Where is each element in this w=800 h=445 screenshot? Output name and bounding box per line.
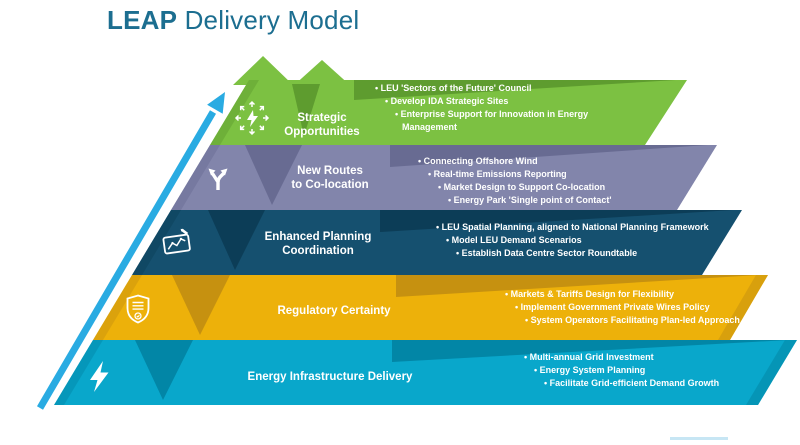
bullet-list-enhanced-planning: LEU Spatial Planning, aligned to Nationa… (436, 221, 736, 260)
list-item: Model LEU Demand Scenarios (436, 234, 736, 247)
lightning-bolt-icon (90, 361, 109, 392)
tier4-top-shadow (396, 275, 759, 297)
page-title: LEAP Delivery Model (107, 5, 359, 36)
list-item: LEU Spatial Planning, aligned to Nationa… (436, 221, 736, 234)
list-item: Establish Data Centre Sector Roundtable (436, 247, 736, 260)
tier1-shadow-wedge (292, 84, 320, 136)
tier-label-new-routes: New Routes to Co-location (291, 165, 369, 191)
split-arrows-icon (208, 168, 228, 190)
tier5-left-fold (54, 340, 103, 405)
list-item: LEU 'Sectors of the Future' Council (375, 82, 590, 95)
list-item: Real-time Emissions Reporting (418, 168, 683, 181)
split-arrowhead-right (220, 168, 228, 176)
list-item: Facilitate Grid-efficient Demand Growth (524, 377, 769, 390)
growth-arrow (36, 92, 225, 410)
tier3-shadow-wedge (208, 210, 265, 270)
bullet-list-regulatory-certainty: Markets & Tariffs Design for Flexibility… (505, 288, 740, 327)
list-item: Energy System Planning (524, 364, 769, 377)
title-rest: Delivery Model (177, 5, 360, 35)
tier1-label-peak (292, 60, 352, 87)
split-arrowhead-left (208, 168, 216, 176)
tier4-shadow-wedge (172, 275, 230, 335)
tier3-left-fold (132, 210, 181, 275)
tier2-left-fold (171, 145, 220, 210)
tier5-shadow-wedge (135, 340, 193, 400)
list-item: Enterprise Support for Innovation in Ene… (375, 108, 590, 134)
tier1-left-fold (210, 80, 259, 145)
list-item: System Operators Facilitating Plan-led A… (505, 314, 740, 327)
shield-document-icon (126, 294, 150, 324)
list-item: Implement Government Private Wires Polic… (505, 301, 740, 314)
title-emphasis: LEAP (107, 5, 178, 35)
list-item: Market Design to Support Co-location (418, 181, 683, 194)
tier4-left-fold (93, 275, 142, 340)
bullet-list-new-routes: Connecting Offshore Wind Real-time Emiss… (418, 155, 683, 207)
list-item: Energy Park 'Single point of Contact' (418, 194, 683, 207)
list-item: Connecting Offshore Wind (418, 155, 683, 168)
tier-label-strategic-opportunities: Strategic Opportunities (284, 112, 360, 138)
tier2-shadow-wedge (245, 145, 302, 205)
tier-label-enhanced-planning: Enhanced Planning Coordination (264, 231, 372, 257)
tier1-apex-peak (233, 56, 293, 85)
list-item: Develop IDA Strategic Sites (375, 95, 590, 108)
bullet-list-strategic-opportunities: LEU 'Sectors of the Future' Council Deve… (375, 82, 590, 134)
tier-label-regulatory-certainty: Regulatory Certainty (277, 305, 391, 317)
list-item: Markets & Tariffs Design for Flexibility (505, 288, 740, 301)
bottom-right-accent-line (670, 437, 728, 440)
list-item: Multi-annual Grid Investment (524, 351, 769, 364)
tier-label-energy-infrastructure: Energy Infrastructure Delivery (247, 371, 413, 383)
energy-dispersal-icon (235, 100, 269, 135)
planning-chart-icon (162, 228, 191, 255)
bullet-list-energy-infrastructure: Multi-annual Grid Investment Energy Syst… (524, 351, 769, 390)
